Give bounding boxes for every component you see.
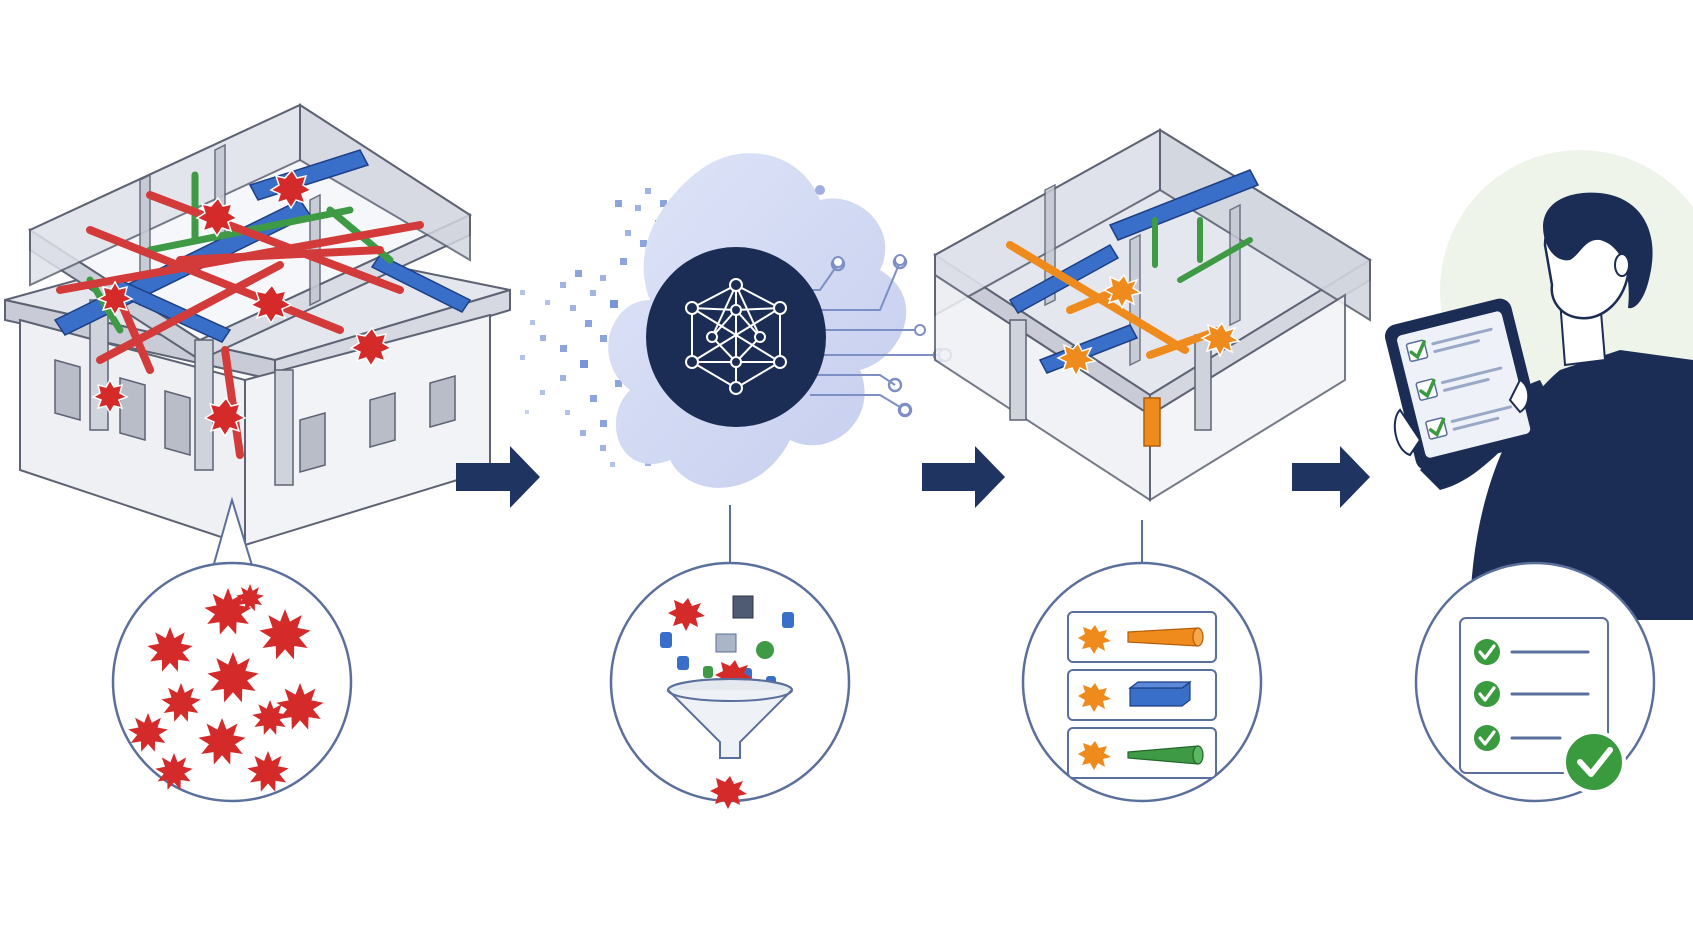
pixel-particle	[560, 345, 567, 352]
pixel-particle	[625, 230, 631, 236]
pixel-particle	[520, 290, 525, 295]
pixel-particle	[530, 320, 535, 325]
clash-marker-icon	[247, 751, 289, 792]
pixel-particle	[545, 300, 550, 305]
pixel-particle	[600, 445, 606, 451]
pixel-particle	[610, 300, 618, 308]
pixel-particle	[635, 205, 641, 211]
pixel-particle	[540, 390, 545, 395]
clash-marker-icon	[161, 683, 201, 722]
pixel-particle	[615, 380, 622, 387]
pixel-particle	[590, 290, 596, 296]
pixel-particle	[580, 430, 586, 436]
pixel-particle	[620, 258, 627, 265]
building-prioritized-model-icon	[933, 128, 1372, 568]
clash-marker-icon	[252, 700, 288, 735]
pixel-particle	[575, 270, 582, 277]
pixel-particle	[525, 410, 529, 414]
pixel-particle	[640, 240, 647, 247]
pixel-particle	[565, 410, 570, 415]
pixel-particle	[570, 305, 576, 311]
many-clashes-icon	[111, 496, 353, 803]
building-clash-model-icon	[4, 103, 511, 547]
ai-network-icon	[520, 153, 952, 568]
clash-marker-icon	[204, 588, 252, 635]
clash-marker-icon	[207, 652, 259, 703]
clash-marker-icon	[91, 168, 393, 438]
person-with-tablet-icon	[1384, 150, 1693, 620]
checklist-approved-icon	[1414, 561, 1656, 803]
pixel-particle	[645, 188, 651, 194]
arrow-right-icon	[1292, 446, 1370, 508]
clash-marker-icon	[236, 584, 264, 612]
pixel-particle	[600, 420, 607, 427]
pixel-particle	[615, 200, 622, 207]
pixel-particle	[560, 375, 566, 381]
pixel-particle	[610, 462, 615, 467]
grouped-clash-list-icon	[1021, 561, 1263, 803]
arrow-right-icon	[922, 446, 1005, 508]
clash-marker-icon	[276, 683, 324, 730]
clash-marker-icon	[128, 713, 168, 752]
clash-marker-icon	[147, 627, 193, 672]
pixel-particle	[600, 275, 606, 281]
clash-marker-icon	[155, 753, 193, 790]
funnel-filter-icon	[609, 561, 851, 809]
pixel-particle	[540, 335, 546, 341]
pixel-particle	[520, 355, 525, 360]
clash-marker-icon	[198, 718, 246, 765]
arrow-right-icon	[456, 446, 540, 508]
clash-marker-icon	[259, 609, 311, 660]
pixel-particle	[590, 395, 597, 402]
pixel-particle	[660, 200, 667, 207]
pixel-particle	[560, 282, 566, 288]
pixel-particle	[600, 335, 607, 342]
pixel-particle	[580, 360, 588, 368]
pixel-particle	[585, 320, 592, 327]
